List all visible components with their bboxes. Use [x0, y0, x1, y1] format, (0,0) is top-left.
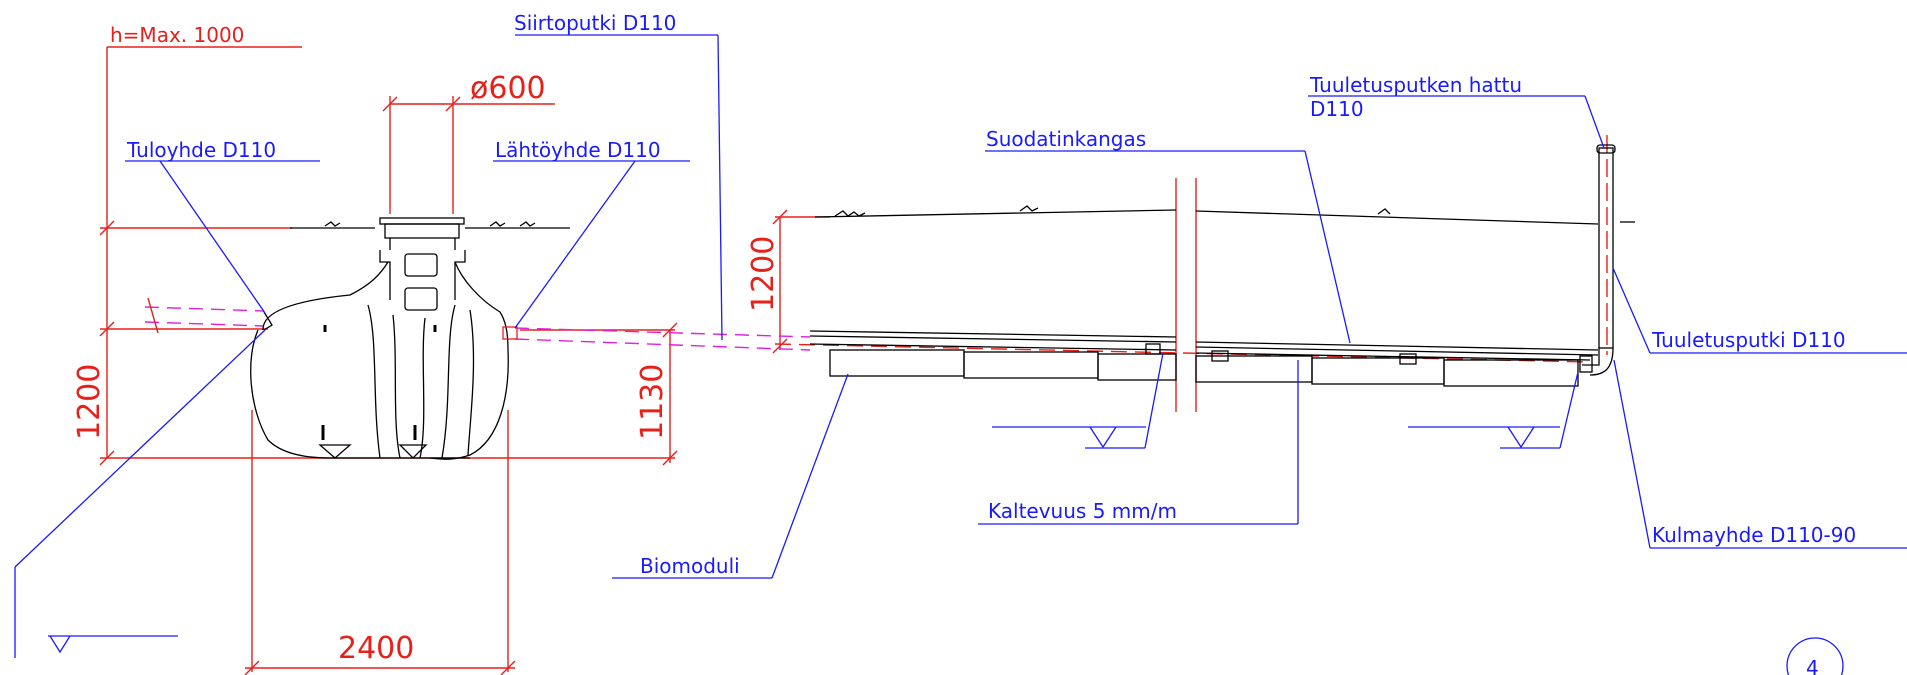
label-tuloyhde: Tuloyhde D110: [126, 138, 276, 162]
blue-leader-lines: [14, 34, 1907, 675]
label-tuuletusputken-hattu-size: D110: [1310, 97, 1364, 121]
pipe-centerlines: [144, 306, 811, 351]
red-dimension-lines: [99, 46, 1608, 675]
inlet-pipe-edge: [147, 297, 159, 334]
label-tuuletusputken-hattu: Tuuletusputken hattu: [1309, 73, 1522, 97]
sheet-number: 4: [1806, 656, 1819, 675]
label-suodatinkangas: Suodatinkangas: [986, 127, 1146, 151]
label-tuuletusputki: Tuuletusputki D110: [1651, 328, 1846, 352]
label-kaltevuus: Kaltevuus 5 mm/m: [988, 499, 1177, 523]
label-diameter: ø600: [470, 71, 546, 106]
infiltration-field: [809, 144, 1635, 387]
dim-1200-left: 1200: [72, 364, 107, 440]
label-h-max: h=Max. 1000: [110, 23, 244, 47]
septic-tank: [250, 217, 570, 460]
label-biomoduli: Biomoduli: [640, 554, 740, 578]
dim-1130: 1130: [635, 364, 670, 440]
label-kulmayhde: Kulmayhde D110-90: [1652, 523, 1856, 547]
label-lahtoyhde: Lähtöyhde D110: [495, 138, 661, 162]
dim-2400: 2400: [338, 631, 414, 666]
dim-1200-right: 1200: [746, 236, 781, 312]
label-siirtoputki: Siirtoputki D110: [514, 11, 676, 35]
